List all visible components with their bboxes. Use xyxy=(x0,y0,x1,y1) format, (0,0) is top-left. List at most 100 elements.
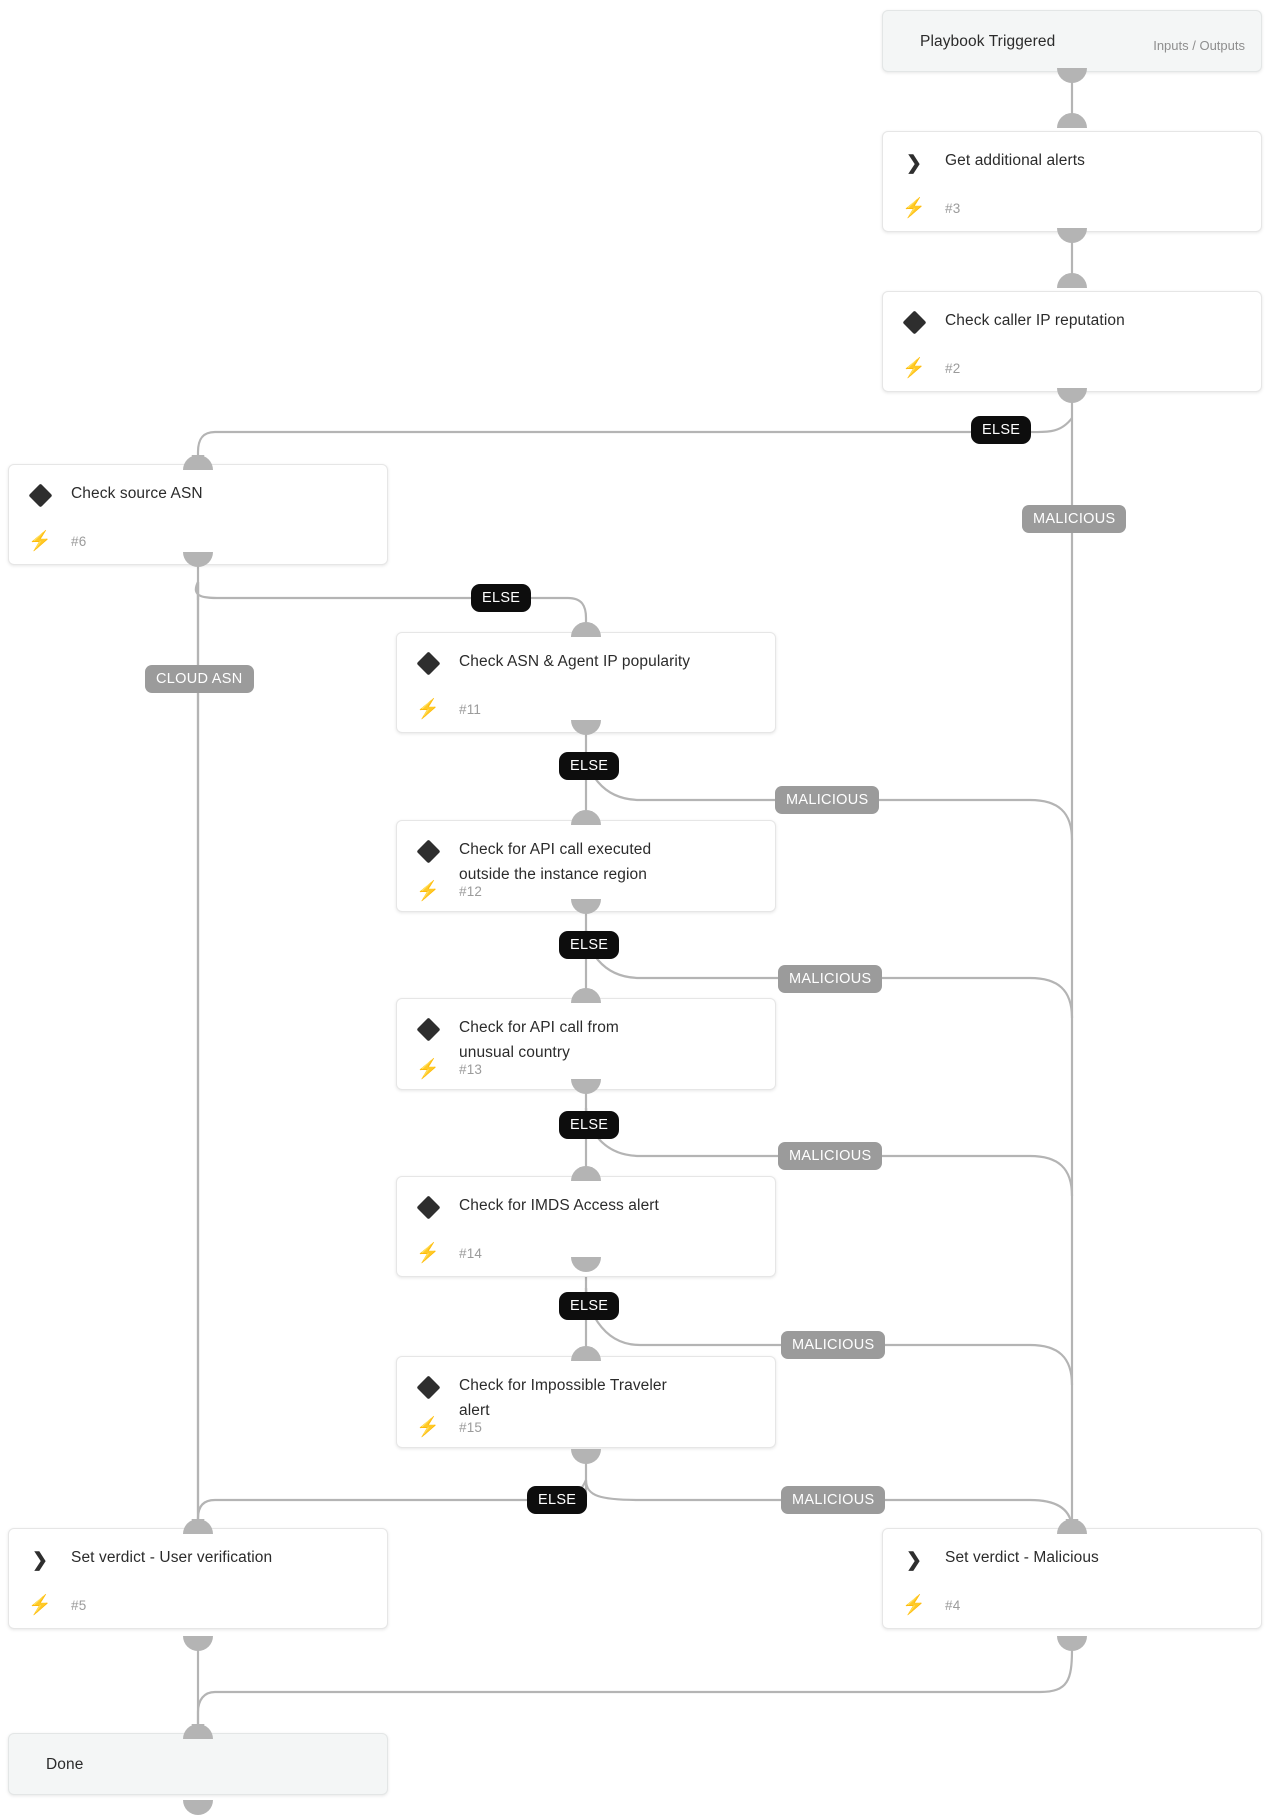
node-number: #15 xyxy=(459,1419,483,1435)
node-number: #11 xyxy=(459,701,482,717)
node-set-verdict-user-verification[interactable]: ❯ Set verdict - User verification ⚡ #5 xyxy=(8,1528,388,1629)
port-n3-in xyxy=(1057,113,1087,128)
edge-label-else-n14[interactable]: ELSE xyxy=(559,1292,620,1320)
port-n3-out xyxy=(1057,228,1087,243)
bolt-icon: ⚡ xyxy=(416,1058,440,1080)
node-meta: ⚡ #11 xyxy=(397,686,775,732)
node-meta: ⚡ #6 xyxy=(9,518,387,564)
node-title: Check for IMDS Access alert xyxy=(459,1197,659,1214)
node-title-row: Check source ASN xyxy=(9,465,387,508)
node-title-row: ❯ Get additional alerts xyxy=(883,132,1261,173)
node-check-impossible-traveler-alert[interactable]: Check for Impossible Traveler alert ⚡ #1… xyxy=(396,1356,776,1448)
node-get-additional-alerts[interactable]: ❯ Get additional alerts ⚡ #3 xyxy=(882,131,1262,232)
node-title: Check ASN & Agent IP popularity xyxy=(459,653,691,670)
bolt-icon: ⚡ xyxy=(902,197,926,219)
chevron-icon: ❯ xyxy=(906,1550,922,1571)
node-title: Check for API call from unusual country xyxy=(459,1019,619,1061)
port-n11-in xyxy=(571,622,601,637)
node-title-row: Done xyxy=(9,1734,387,1777)
node-number: #5 xyxy=(71,1597,87,1613)
node-check-caller-ip-reputation[interactable]: Check caller IP reputation ⚡ #2 xyxy=(882,291,1262,392)
edge-label-malicious-n11[interactable]: MALICIOUS xyxy=(775,786,880,814)
node-title: Done xyxy=(46,1756,84,1773)
node-title-row: Check ASN & Agent IP popularity xyxy=(397,633,775,676)
port-n11-out xyxy=(571,720,601,735)
node-title-row: ❯ Set verdict - User verification xyxy=(9,1529,387,1570)
node-meta: ⚡ #5 xyxy=(9,1582,387,1628)
node-set-verdict-malicious[interactable]: ❯ Set verdict - Malicious ⚡ #4 xyxy=(882,1528,1262,1629)
port-n2-in xyxy=(1057,273,1087,288)
port-n6-in xyxy=(183,455,213,470)
bolt-icon: ⚡ xyxy=(416,1242,440,1264)
node-number: #6 xyxy=(71,533,87,549)
node-title: Check caller IP reputation xyxy=(945,312,1125,329)
edge-label-cloud-asn-n6[interactable]: CLOUD ASN xyxy=(145,665,254,693)
diamond-icon xyxy=(397,633,459,676)
node-check-source-asn[interactable]: Check source ASN ⚡ #6 xyxy=(8,464,388,565)
port-n12-in xyxy=(571,810,601,825)
bolt-icon: ⚡ xyxy=(416,1416,440,1438)
edge-label-malicious-n15[interactable]: MALICIOUS xyxy=(781,1486,886,1514)
node-meta: ⚡ #13 xyxy=(397,1049,775,1089)
node-title: Set verdict - Malicious xyxy=(945,1549,1099,1566)
edge-label-else-n11[interactable]: ELSE xyxy=(559,752,620,780)
inputs-outputs-label[interactable]: Inputs / Outputs xyxy=(1153,38,1245,53)
diamond-icon xyxy=(883,292,945,335)
edge-label-malicious-n12[interactable]: MALICIOUS xyxy=(778,965,883,993)
node-title-row: Check for API call from unusual country xyxy=(397,999,775,1065)
chevron-icon: ❯ xyxy=(32,1550,48,1571)
edge-label-else-n15[interactable]: ELSE xyxy=(527,1486,588,1514)
node-title: Check for API call executed outside the … xyxy=(459,841,652,883)
node-check-api-call-unusual-country[interactable]: Check for API call from unusual country … xyxy=(396,998,776,1090)
port-n13-in xyxy=(571,988,601,1003)
edge-label-else-n12[interactable]: ELSE xyxy=(559,931,620,959)
node-meta: ⚡ #3 xyxy=(883,185,1261,231)
diamond-icon xyxy=(397,821,459,864)
node-done[interactable]: Done xyxy=(8,1733,388,1795)
bolt-icon: ⚡ xyxy=(902,357,926,379)
bolt-icon: ⚡ xyxy=(28,1594,52,1616)
bolt-icon: ⚡ xyxy=(902,1594,926,1616)
node-number: #12 xyxy=(459,883,483,899)
node-title: Get additional alerts xyxy=(945,152,1085,169)
edge-label-malicious-n13[interactable]: MALICIOUS xyxy=(778,1142,883,1170)
port-n14-out xyxy=(571,1257,601,1272)
node-title-row: Check for IMDS Access alert xyxy=(397,1177,775,1220)
node-playbook-triggered[interactable]: Playbook Triggered Inputs / Outputs xyxy=(882,10,1262,72)
node-title-row: Check caller IP reputation xyxy=(883,292,1261,335)
bolt-icon: ⚡ xyxy=(416,880,440,902)
edge-label-else-n2[interactable]: ELSE xyxy=(971,416,1032,444)
node-check-asn-agent-ip-popularity[interactable]: Check ASN & Agent IP popularity ⚡ #11 xyxy=(396,632,776,733)
port-n4-in xyxy=(1057,1519,1087,1534)
node-title-row: Check for API call executed outside the … xyxy=(397,821,775,887)
port-n5-in xyxy=(183,1519,213,1534)
port-n15-out xyxy=(571,1449,601,1464)
bolt-icon: ⚡ xyxy=(28,530,52,552)
port-n12-out xyxy=(571,899,601,914)
port-done-in xyxy=(183,1724,213,1739)
node-number: #14 xyxy=(459,1245,483,1261)
diamond-icon xyxy=(397,999,459,1042)
diamond-icon xyxy=(9,465,71,508)
edge-label-else-n13[interactable]: ELSE xyxy=(559,1111,620,1139)
port-done-out xyxy=(183,1800,213,1815)
node-meta: ⚡ #12 xyxy=(397,871,775,911)
node-meta: ⚡ #14 xyxy=(397,1230,775,1276)
port-n2-out xyxy=(1057,388,1087,403)
diamond-icon xyxy=(397,1357,459,1400)
node-meta: ⚡ #2 xyxy=(883,345,1261,391)
node-number: #13 xyxy=(459,1061,483,1077)
port-n6-out xyxy=(183,552,213,567)
port-start-out xyxy=(1057,68,1087,83)
node-number: #4 xyxy=(945,1597,961,1613)
port-n13-out xyxy=(571,1079,601,1094)
port-n14-in xyxy=(571,1166,601,1181)
edge-label-malicious-n14[interactable]: MALICIOUS xyxy=(781,1331,886,1359)
node-title: Set verdict - User verification xyxy=(71,1549,273,1566)
port-n15-in xyxy=(571,1346,601,1361)
node-title: Check source ASN xyxy=(71,485,203,502)
node-meta: ⚡ #15 xyxy=(397,1407,775,1447)
edge-label-malicious-n2[interactable]: MALICIOUS xyxy=(1022,505,1127,533)
edge-label-else-n6[interactable]: ELSE xyxy=(471,584,532,612)
